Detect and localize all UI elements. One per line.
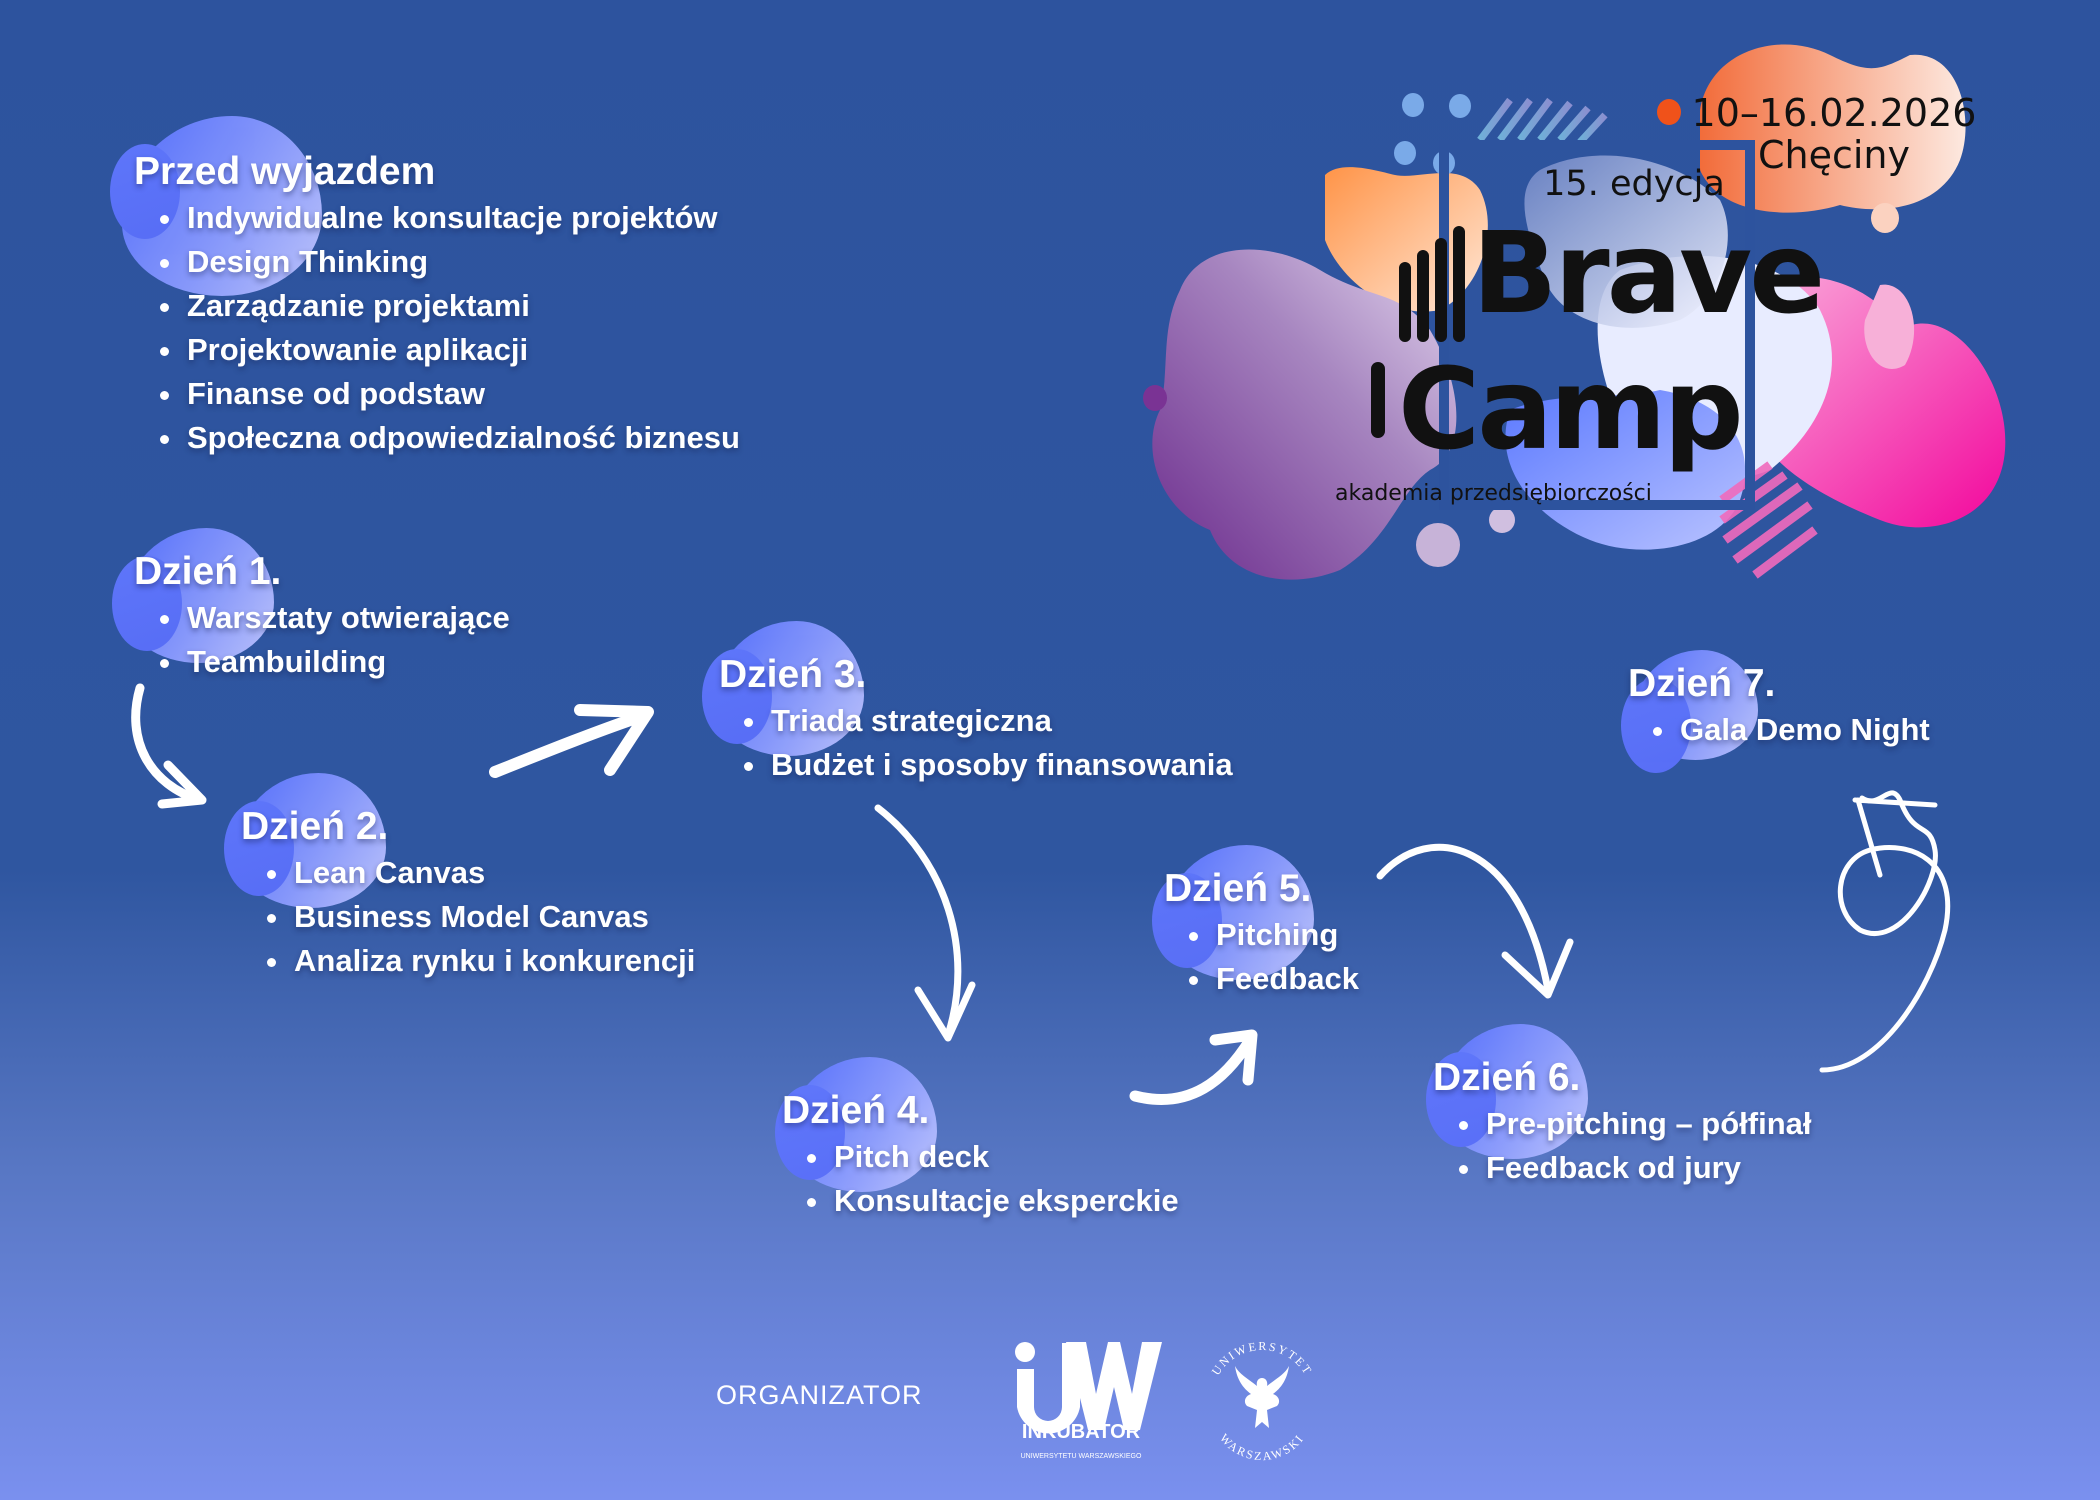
orange-blob <box>1700 44 1966 213</box>
list-item: Pitching <box>1188 913 1359 957</box>
logo-bars-icon <box>1371 226 1465 438</box>
list-item: Konsultacje eksperckie <box>807 1179 1179 1223</box>
section-heading: Dzień 3. <box>719 653 867 696</box>
list-item: Analiza rynku i konkurencji <box>266 939 695 983</box>
list-item: Indywidualne konsultacje projektów <box>160 196 740 240</box>
item-list: Pre-pitching – półfinał Feedback od jury <box>1433 1102 1812 1190</box>
item-list: Gala Demo Night <box>1628 708 1930 752</box>
svg-text:WARSZAWSKI: WARSZAWSKI <box>1217 1431 1307 1463</box>
blob-decoration <box>112 528 274 663</box>
section-day-5: Dzień 5. Pitching Feedback <box>1152 845 1359 1001</box>
university-seal-logo: UNIWERSYTET WARSZAWSKI <box>1209 1339 1316 1463</box>
section-heading: Dzień 6. <box>1433 1056 1581 1099</box>
list-item: Feedback <box>1188 957 1359 1001</box>
list-item: Społeczna odpowiedzialność biznesu <box>160 416 740 460</box>
list-item: Business Model Canvas <box>266 895 695 939</box>
arrow-icon <box>131 683 207 809</box>
list-item: Teambuilding <box>160 640 510 684</box>
event-location: Chęciny <box>1758 133 1910 177</box>
arrow-icon <box>1819 790 1951 1073</box>
list-item: Zarządzanie projektami <box>160 284 740 328</box>
list-item: Pre-pitching – półfinał <box>1459 1102 1812 1146</box>
purple-blob <box>1152 249 1457 580</box>
section-before-trip: Przed wyjazdem Indywidualne konsultacje … <box>110 116 740 460</box>
blob-decoration <box>1426 1024 1588 1159</box>
section-day-6: Dzień 6. Pre-pitching – półfinał Feedbac… <box>1426 1024 1812 1190</box>
section-day-3: Dzień 3. Triada strategiczna Budżet i sp… <box>702 621 1233 787</box>
event-dates: 10–16.02.2026 <box>1692 91 1977 135</box>
logo-tagline: akademia przedsiębiorczości <box>1335 481 1652 506</box>
arrow-icon <box>1376 843 1574 999</box>
section-day-1: Dzień 1. Warsztaty otwierające Teambuild… <box>112 528 510 684</box>
section-heading: Dzień 4. <box>782 1089 930 1132</box>
section-heading: Dzień 2. <box>241 805 389 848</box>
blob-decoration <box>1621 650 1758 773</box>
list-item: Budżet i sposoby finansowania <box>744 743 1233 787</box>
item-list: Pitching Feedback <box>1164 913 1359 1001</box>
list-item: Warsztaty otwierające <box>160 596 510 640</box>
top-stripes <box>1477 97 1608 145</box>
light-center-blob <box>1524 155 1728 328</box>
svg-text:UNIWERSYTET: UNIWERSYTET <box>1209 1339 1316 1378</box>
list-item: Gala Demo Night <box>1653 708 1930 752</box>
organizer-label: ORGANIZATOR <box>716 1380 923 1410</box>
list-item: Lean Canvas <box>266 851 695 895</box>
item-list: Warsztaty otwierające Teambuilding <box>134 596 510 684</box>
section-heading: Przed wyjazdem <box>134 150 436 193</box>
section-day-7: Dzień 7. Gala Demo Night <box>1621 650 1930 773</box>
section-day-4: Dzień 4. Pitch deck Konsultacje eksperck… <box>775 1057 1179 1223</box>
item-list: Indywidualne konsultacje projektów Desig… <box>134 196 740 460</box>
section-heading: Dzień 1. <box>134 550 282 593</box>
section-heading: Dzień 7. <box>1628 662 1776 705</box>
event-edition: 15. edycja <box>1543 164 1725 204</box>
item-list: Lean Canvas Business Model Canvas Analiz… <box>241 851 695 983</box>
blob-decoration <box>110 116 322 296</box>
blob-decoration <box>775 1057 937 1192</box>
item-list: Pitch deck Konsultacje eksperckie <box>782 1135 1179 1223</box>
arrow-icon <box>1129 1029 1258 1105</box>
blob-decoration <box>1152 845 1314 980</box>
item-list: Triada strategiczna Budżet i sposoby fin… <box>719 699 1233 787</box>
blob-decoration <box>702 621 864 756</box>
section-heading: Dzień 5. <box>1164 867 1312 910</box>
list-item: Feedback od jury <box>1459 1146 1812 1190</box>
svg-text:UNIWERSYTETU WARSZAWSKIEGO: UNIWERSYTETU WARSZAWSKIEGO <box>1021 1453 1142 1460</box>
arrow-icon <box>874 804 976 1042</box>
list-item: Design Thinking <box>160 240 740 284</box>
list-item: Pitch deck <box>807 1135 1179 1179</box>
eagle-icon <box>1235 1366 1289 1428</box>
svg-text:INKUBATOR: INKUBATOR <box>1022 1421 1141 1443</box>
list-item: Triada strategiczna <box>744 699 1233 743</box>
logo-word-camp: Camp <box>1398 345 1741 475</box>
list-item: Finanse od podstaw <box>160 372 740 416</box>
list-item: Projektowanie aplikacji <box>160 328 740 372</box>
arrow-icon <box>489 704 654 778</box>
logo-word-brave: Brave <box>1472 209 1822 339</box>
blob-decoration <box>224 773 386 908</box>
inkubator-uw-logo: INKUBATOR UNIWERSYTETU WARSZAWSKIEGO <box>1015 1342 1162 1460</box>
section-day-2: Dzień 2. Lean Canvas Business Model Canv… <box>224 773 695 983</box>
